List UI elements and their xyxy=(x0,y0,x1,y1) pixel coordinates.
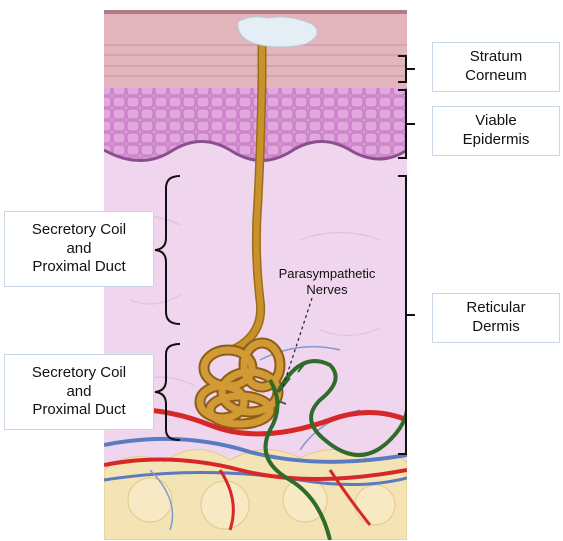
parasympathetic-nerves-label: Parasympathetic Nerves xyxy=(262,266,392,299)
viable-epidermis-layer xyxy=(104,88,407,161)
viable-epidermis-label: Viable Epidermis xyxy=(432,106,560,156)
stratum-corneum-label: Stratum Corneum xyxy=(432,42,560,92)
secretory-coil-upper-label: Secretory Coil and Proximal Duct xyxy=(4,211,154,287)
secretory-coil-lower-label: Secretory Coil and Proximal Duct xyxy=(4,354,154,430)
reticular-dermis-label: Reticular Dermis xyxy=(432,293,560,343)
